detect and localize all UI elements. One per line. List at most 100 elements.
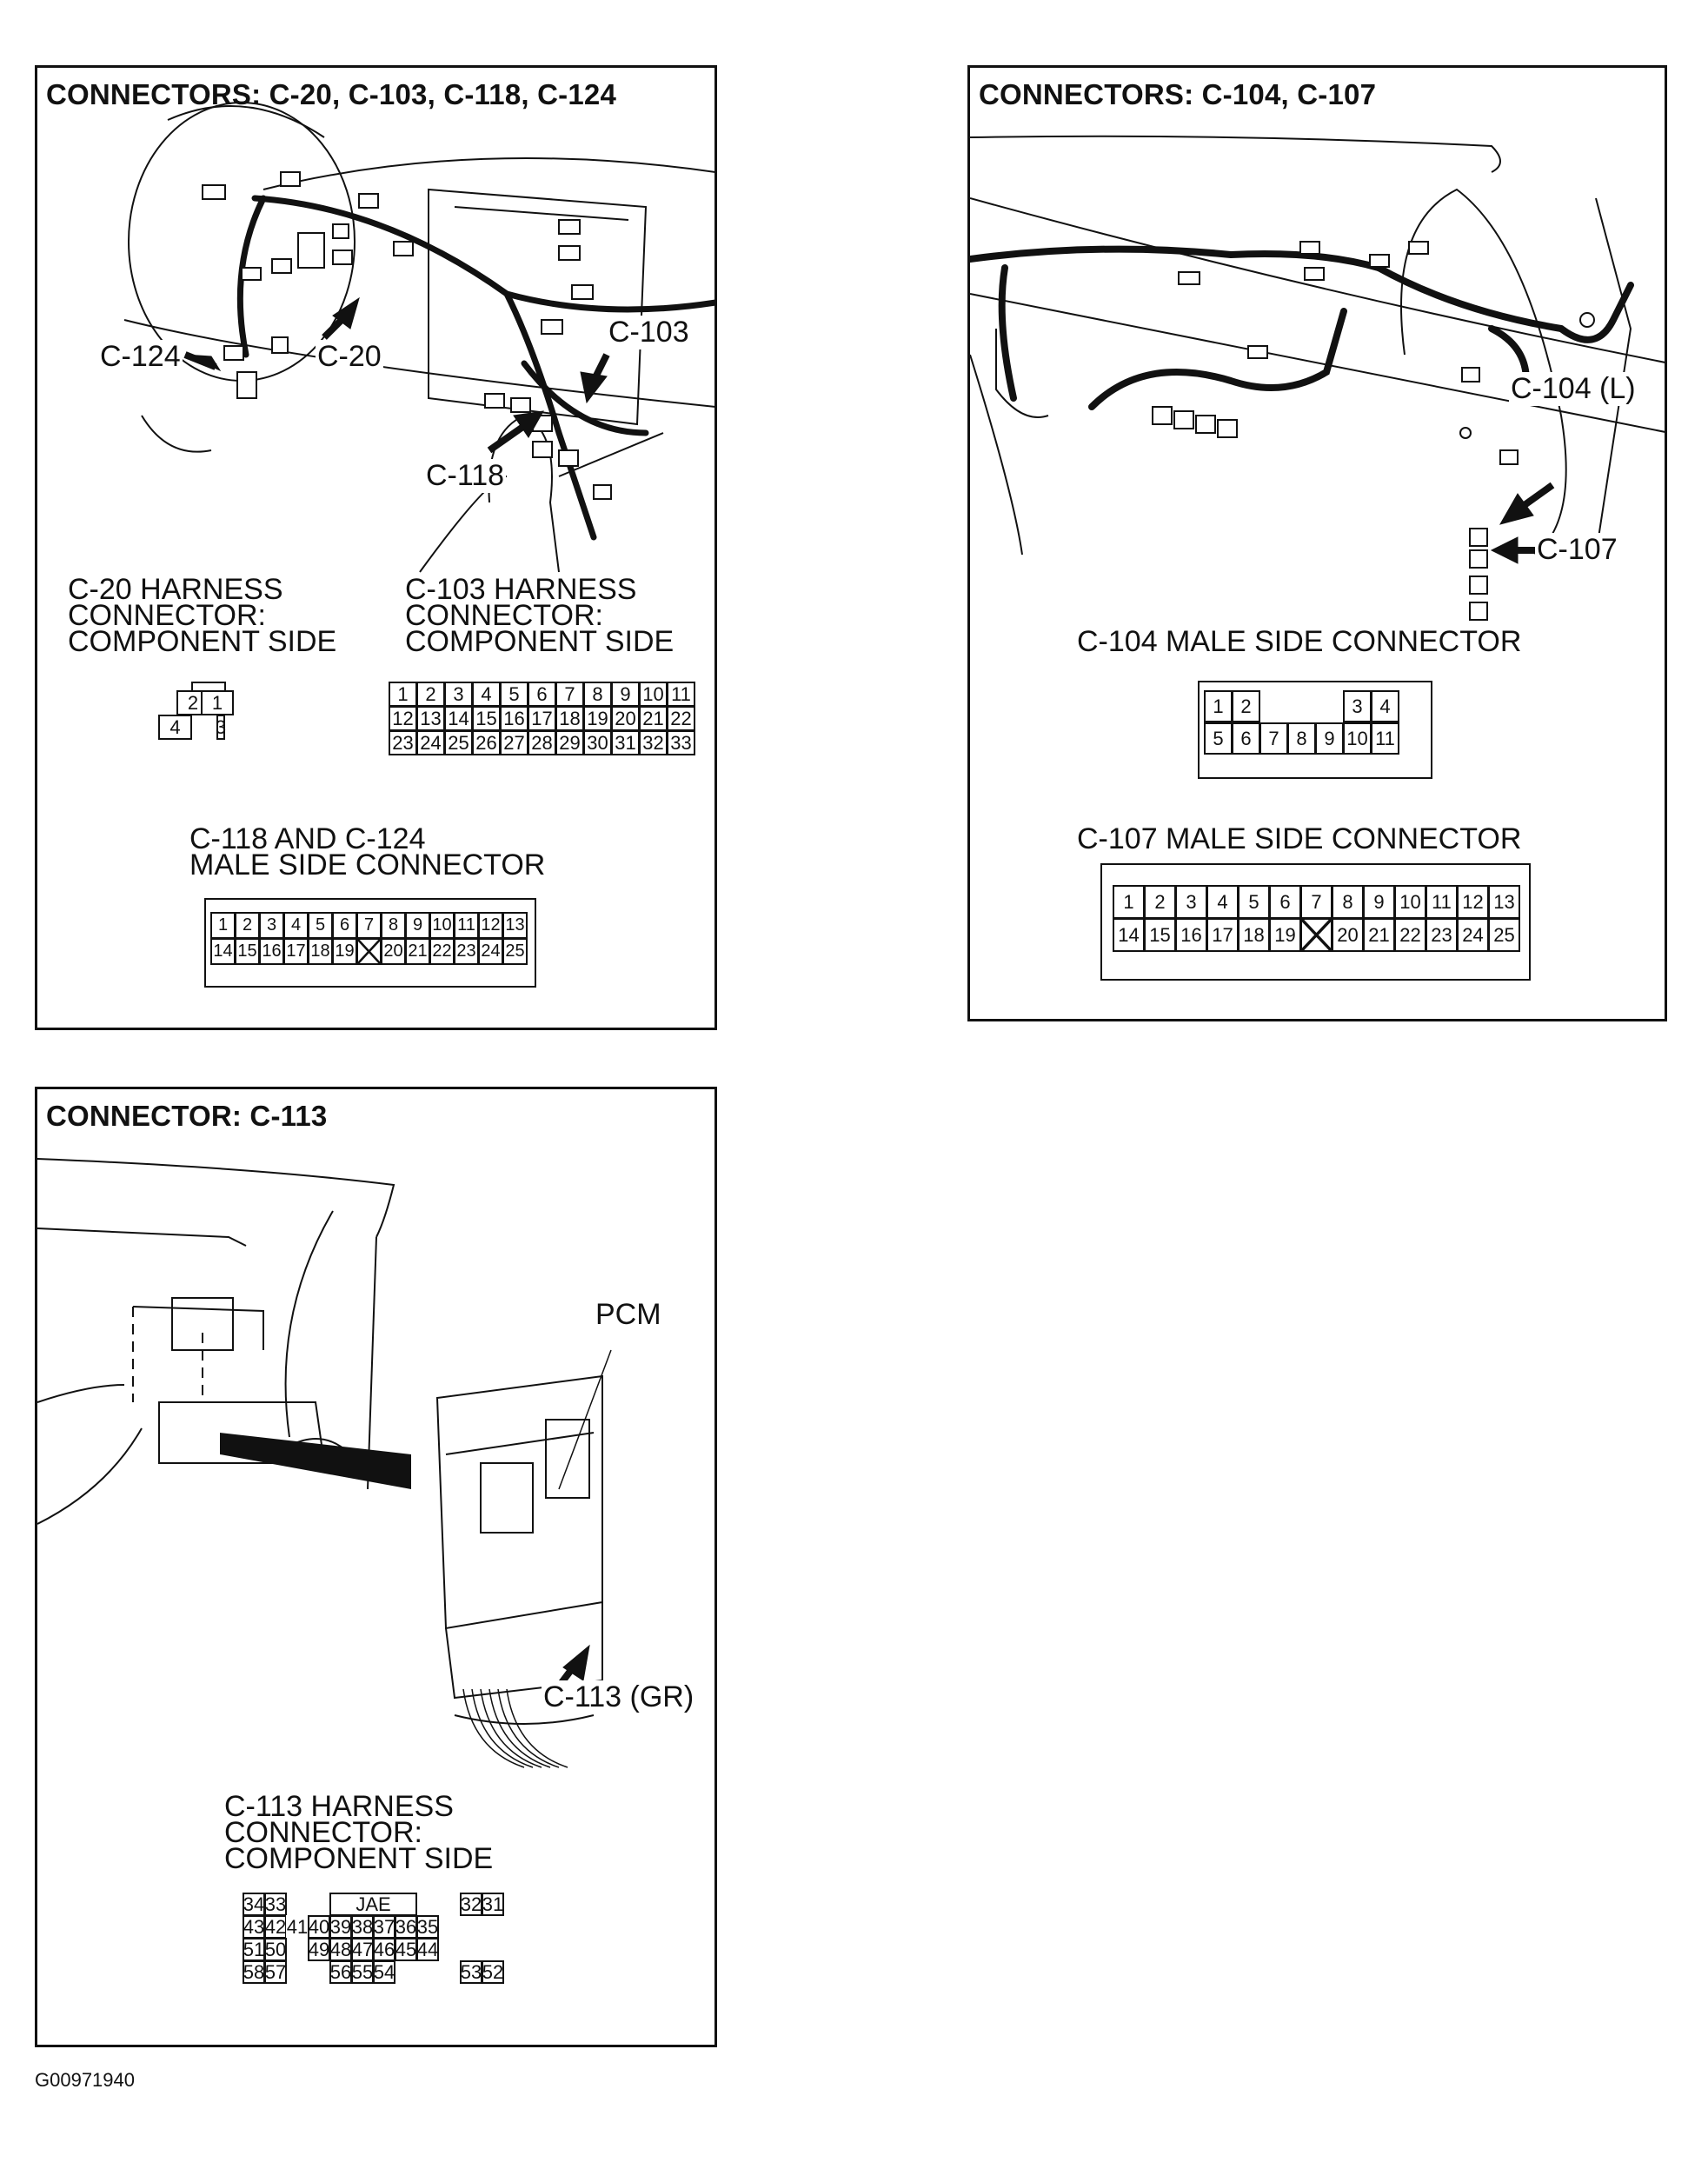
pin: 4 <box>1206 885 1239 919</box>
pin: 16 <box>259 938 284 965</box>
pin: 4 <box>283 912 309 939</box>
pin: 1 <box>210 912 236 939</box>
c113-title: C-113 HARNESS CONNECTOR: COMPONENT SIDE <box>224 1790 494 1875</box>
callout-c107: C-107 <box>1535 533 1619 567</box>
panel-title: CONNECTORS: C-20, C-103, C-118, C-124 <box>46 78 616 110</box>
pin: 45 <box>395 1938 417 1961</box>
pin: 6 <box>1232 722 1260 755</box>
pin: 10 <box>1394 885 1426 919</box>
pin: 15 <box>235 938 260 965</box>
pin: 6 <box>1269 885 1301 919</box>
pin: 30 <box>583 730 612 755</box>
pin: 21 <box>405 938 430 965</box>
callout-c113: C-113 (GR) <box>542 1680 696 1714</box>
pin: 15 <box>472 706 501 731</box>
pin: 22 <box>429 938 455 965</box>
pin: 26 <box>472 730 501 755</box>
pin: 32 <box>639 730 668 755</box>
pin: 15 <box>1144 918 1176 952</box>
pin: 32 <box>460 1893 482 1916</box>
pin: 12 <box>1457 885 1489 919</box>
pin: 9 <box>611 682 640 707</box>
pin: 39 <box>329 1915 352 1939</box>
pin: 21 <box>639 706 668 731</box>
pin: 23 <box>454 938 479 965</box>
pin-blank <box>356 938 382 965</box>
pin: 3 <box>216 715 226 740</box>
pin: 6 <box>332 912 357 939</box>
c104-title: C-104 MALE SIDE CONNECTOR <box>1077 625 1522 658</box>
pin: 19 <box>332 938 357 965</box>
pin: 24 <box>1457 918 1489 952</box>
pin: 4 <box>158 715 192 740</box>
pin: 54 <box>373 1960 395 1984</box>
pin: 37 <box>373 1915 395 1939</box>
pin: 31 <box>611 730 640 755</box>
pin: 17 <box>283 938 309 965</box>
c118-connector-shell <box>204 898 536 988</box>
pin: 10 <box>639 682 668 707</box>
c104-connector-shell <box>1198 681 1432 779</box>
pin: 17 <box>1206 918 1239 952</box>
pin: 2 <box>1232 690 1260 722</box>
pin: 14 <box>210 938 236 965</box>
callout-c104: C-104 (L) <box>1509 372 1638 406</box>
pin: 20 <box>611 706 640 731</box>
pin: 3 <box>1343 690 1372 722</box>
pin: 13 <box>502 912 528 939</box>
callout-c20: C-20 <box>316 340 383 374</box>
pin: 1 <box>1113 885 1145 919</box>
pin: 11 <box>1426 885 1458 919</box>
pin: 51 <box>243 1938 265 1961</box>
pin: 43 <box>243 1915 265 1939</box>
pin: 18 <box>555 706 584 731</box>
pin: 24 <box>416 730 445 755</box>
figure-id: G00971940 <box>35 2069 135 2091</box>
pin: 28 <box>528 730 556 755</box>
pin: 19 <box>583 706 612 731</box>
pin: 14 <box>1113 918 1145 952</box>
pin: 22 <box>1394 918 1426 952</box>
c20-connector: 2 1 4 3 <box>158 690 234 740</box>
callout-pcm: PCM <box>594 1298 663 1332</box>
callout-c124: C-124 <box>98 340 183 374</box>
panel-title: CONNECTOR: C-113 <box>46 1100 328 1132</box>
pin: 38 <box>351 1915 374 1939</box>
c118-title: C-118 AND C-124 MALE SIDE CONNECTOR <box>189 822 546 882</box>
pin: 5 <box>1238 885 1270 919</box>
pin: 53 <box>460 1960 482 1984</box>
pin: 11 <box>667 682 695 707</box>
pin: 8 <box>1332 885 1364 919</box>
pin: 7 <box>1300 885 1333 919</box>
pin: 5 <box>308 912 333 939</box>
pin: 14 <box>444 706 473 731</box>
pin: 7 <box>356 912 382 939</box>
pin: 18 <box>1238 918 1270 952</box>
pin: 2 <box>416 682 445 707</box>
pin: 27 <box>500 730 528 755</box>
pin: 9 <box>1315 722 1344 755</box>
pin: 58 <box>243 1960 265 1984</box>
pin: 29 <box>555 730 584 755</box>
pin: 31 <box>482 1893 504 1916</box>
pin: 8 <box>381 912 406 939</box>
pin: 40 <box>308 1915 330 1939</box>
pin: 3 <box>444 682 473 707</box>
pin: 42 <box>264 1915 287 1939</box>
pin: 34 <box>243 1893 265 1916</box>
pin: 7 <box>1259 722 1288 755</box>
pin: 8 <box>583 682 612 707</box>
pin: 21 <box>1363 918 1395 952</box>
pin: 52 <box>482 1960 504 1984</box>
pin: 49 <box>308 1938 330 1961</box>
pin: 46 <box>373 1938 395 1961</box>
c107-connector-shell <box>1100 863 1531 981</box>
pin: 5 <box>1204 722 1233 755</box>
pin: 20 <box>1332 918 1364 952</box>
pin: 3 <box>1175 885 1207 919</box>
pin: 23 <box>1426 918 1458 952</box>
pin: 10 <box>429 912 455 939</box>
pin: 16 <box>1175 918 1207 952</box>
